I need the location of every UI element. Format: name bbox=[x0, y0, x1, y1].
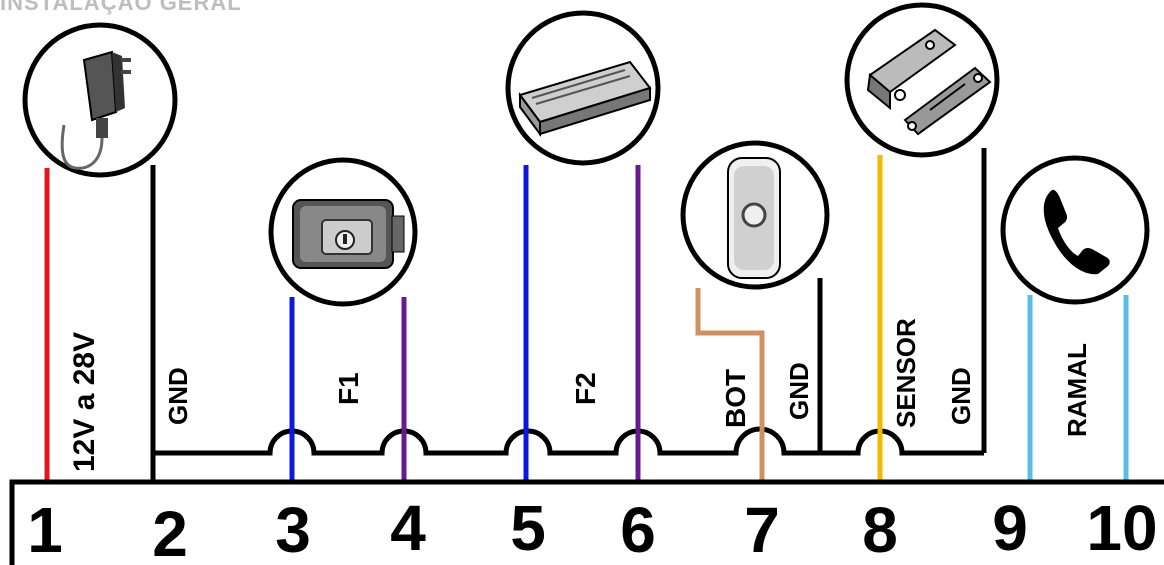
terminal-number: 9 bbox=[992, 492, 1028, 564]
terminal-number: 1 bbox=[27, 494, 63, 565]
label-power: 12V a 28V bbox=[68, 332, 101, 472]
terminal-number: 6 bbox=[620, 494, 656, 565]
electric-lock-icon bbox=[268, 157, 418, 307]
magnetic-lock-icon bbox=[505, 10, 661, 166]
wire-labels: 12V a 28V GND F1 F2 BOT GND SENSOR GND R… bbox=[68, 318, 1092, 472]
terminal-numbers: 1 2 3 4 5 6 7 8 9 10 bbox=[27, 492, 1157, 565]
wire-7-bot bbox=[695, 288, 765, 482]
label-gnd-button: GND bbox=[784, 362, 814, 420]
terminal-number: 2 bbox=[152, 498, 188, 565]
ground-bus-wire bbox=[153, 426, 984, 456]
exit-button-icon bbox=[680, 140, 830, 290]
label-sensor: SENSOR bbox=[891, 318, 921, 428]
telephone-icon bbox=[1000, 155, 1150, 305]
terminal-number: 3 bbox=[275, 494, 311, 565]
label-gnd-sensor: GND bbox=[946, 367, 976, 425]
wires bbox=[44, 148, 1129, 482]
terminal-number: 5 bbox=[510, 492, 546, 564]
terminal-number: 7 bbox=[744, 494, 780, 565]
label-ramal: RAMAL bbox=[1062, 343, 1092, 437]
diagram-title: INSTALAÇÃO GERAL bbox=[0, 0, 242, 15]
label-f2: F2 bbox=[570, 372, 601, 405]
door-sensor-icon bbox=[844, 2, 1000, 158]
terminal-number: 4 bbox=[390, 492, 426, 564]
terminal-strip bbox=[9, 479, 1164, 565]
power-adapter-icon bbox=[22, 22, 178, 178]
terminal-number: 8 bbox=[862, 494, 898, 565]
label-bot: BOT bbox=[720, 369, 751, 428]
terminal-number: 10 bbox=[1086, 492, 1157, 564]
label-gnd-main: GND bbox=[163, 367, 193, 425]
label-f1: F1 bbox=[333, 372, 364, 405]
